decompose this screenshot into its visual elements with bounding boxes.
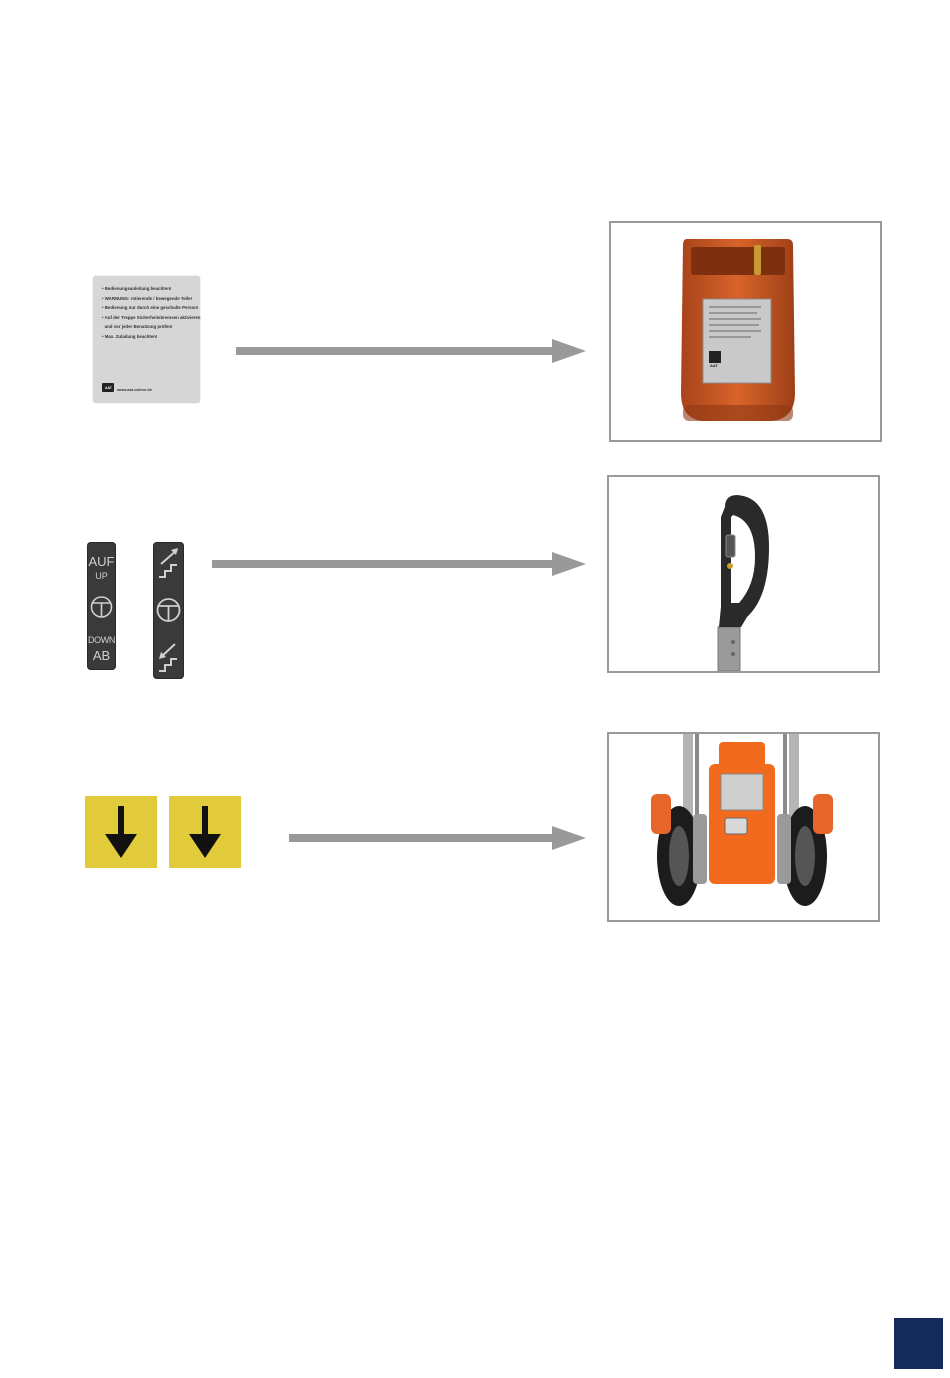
- warning-line: • Max. Zuladung beachten!: [102, 332, 196, 342]
- aat-logo: AAT: [102, 383, 114, 392]
- down-label-de: AB: [87, 648, 116, 663]
- down-arrow-icon: [169, 796, 241, 868]
- handle-photo-frame: [607, 475, 880, 673]
- warning-label-sticker: • Bedienungsanleitung beachten! • WARNUN…: [93, 276, 200, 403]
- control-strip-text: AUF UP DOWN AB: [87, 542, 116, 670]
- stop-symbol-icon: [87, 592, 116, 622]
- right-arrow-icon: [289, 825, 586, 851]
- aat-logo-text: AAT: [105, 386, 112, 390]
- right-arrow-icon: [236, 338, 586, 364]
- warning-line: • Bedienungsanleitung beachten!: [102, 284, 196, 294]
- page-number-box: [894, 1318, 943, 1369]
- housing-photo: AAT: [611, 223, 880, 440]
- housing-label-logo: AAT: [710, 363, 718, 368]
- warning-label-url: www.aat-online.de: [117, 387, 152, 392]
- machine-photo-frame: [607, 732, 880, 922]
- control-strip-symbols: [153, 542, 184, 679]
- down-arrow-icon: [85, 796, 157, 868]
- up-label-en: UP: [87, 571, 116, 581]
- warning-line: • Bedienung nur durch eine geschulte Per…: [102, 303, 196, 313]
- down-label-en: DOWN: [87, 635, 116, 645]
- handle-photo: [609, 477, 878, 671]
- warning-line: und vor jeder Benutzung prüfen!: [102, 322, 196, 332]
- warning-line: • Auf der Treppe Sicherheitsbremsen akti…: [102, 313, 196, 323]
- stairs-down-icon: [153, 638, 184, 678]
- machine-photo: [609, 734, 878, 920]
- yellow-arrow-sticker: [85, 796, 157, 868]
- warning-label-lines: • Bedienungsanleitung beachten! • WARNUN…: [102, 284, 196, 342]
- stop-symbol-icon: [153, 594, 184, 626]
- up-label-de: AUF: [87, 554, 116, 569]
- housing-photo-frame: AAT: [609, 221, 882, 442]
- warning-line: • WARNUNG: rotierende / bewegende Teile!: [102, 294, 196, 304]
- right-arrow-icon: [212, 551, 586, 577]
- stairs-up-icon: [153, 544, 184, 584]
- yellow-arrow-sticker: [169, 796, 241, 868]
